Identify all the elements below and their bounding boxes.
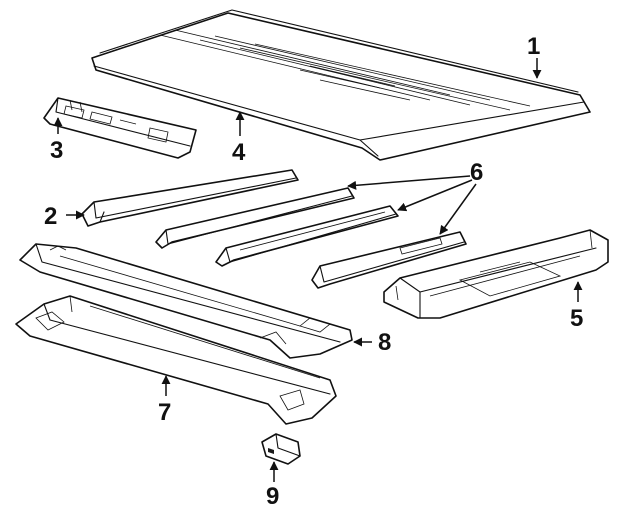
roof-bow-reinforcement (311, 231, 467, 289)
rear-roof-panel (383, 229, 609, 319)
callout-3: 3 (50, 137, 63, 164)
windshield-header-upper (19, 243, 353, 359)
leader-lines (53, 58, 583, 482)
windshield-header-lower (15, 295, 337, 425)
callout-4: 4 (232, 139, 246, 166)
callout-6: 6 (470, 159, 483, 186)
roof-panel (91, 9, 591, 161)
roof-bow-middle (155, 187, 355, 249)
header-bracket-small (261, 433, 301, 465)
roof-bow-front (81, 169, 299, 227)
callout-7: 7 (158, 399, 171, 426)
callout-5: 5 (570, 305, 583, 332)
callout-9: 9 (266, 483, 279, 510)
front-header-bracket (43, 97, 197, 159)
callout-1: 1 (527, 33, 540, 60)
leader-6b (397, 179, 473, 212)
callout-8: 8 (378, 329, 391, 356)
callout-2: 2 (44, 203, 57, 230)
leader-6a (347, 175, 471, 190)
roof-bow-rear (215, 205, 399, 267)
leader-6c (439, 183, 477, 235)
